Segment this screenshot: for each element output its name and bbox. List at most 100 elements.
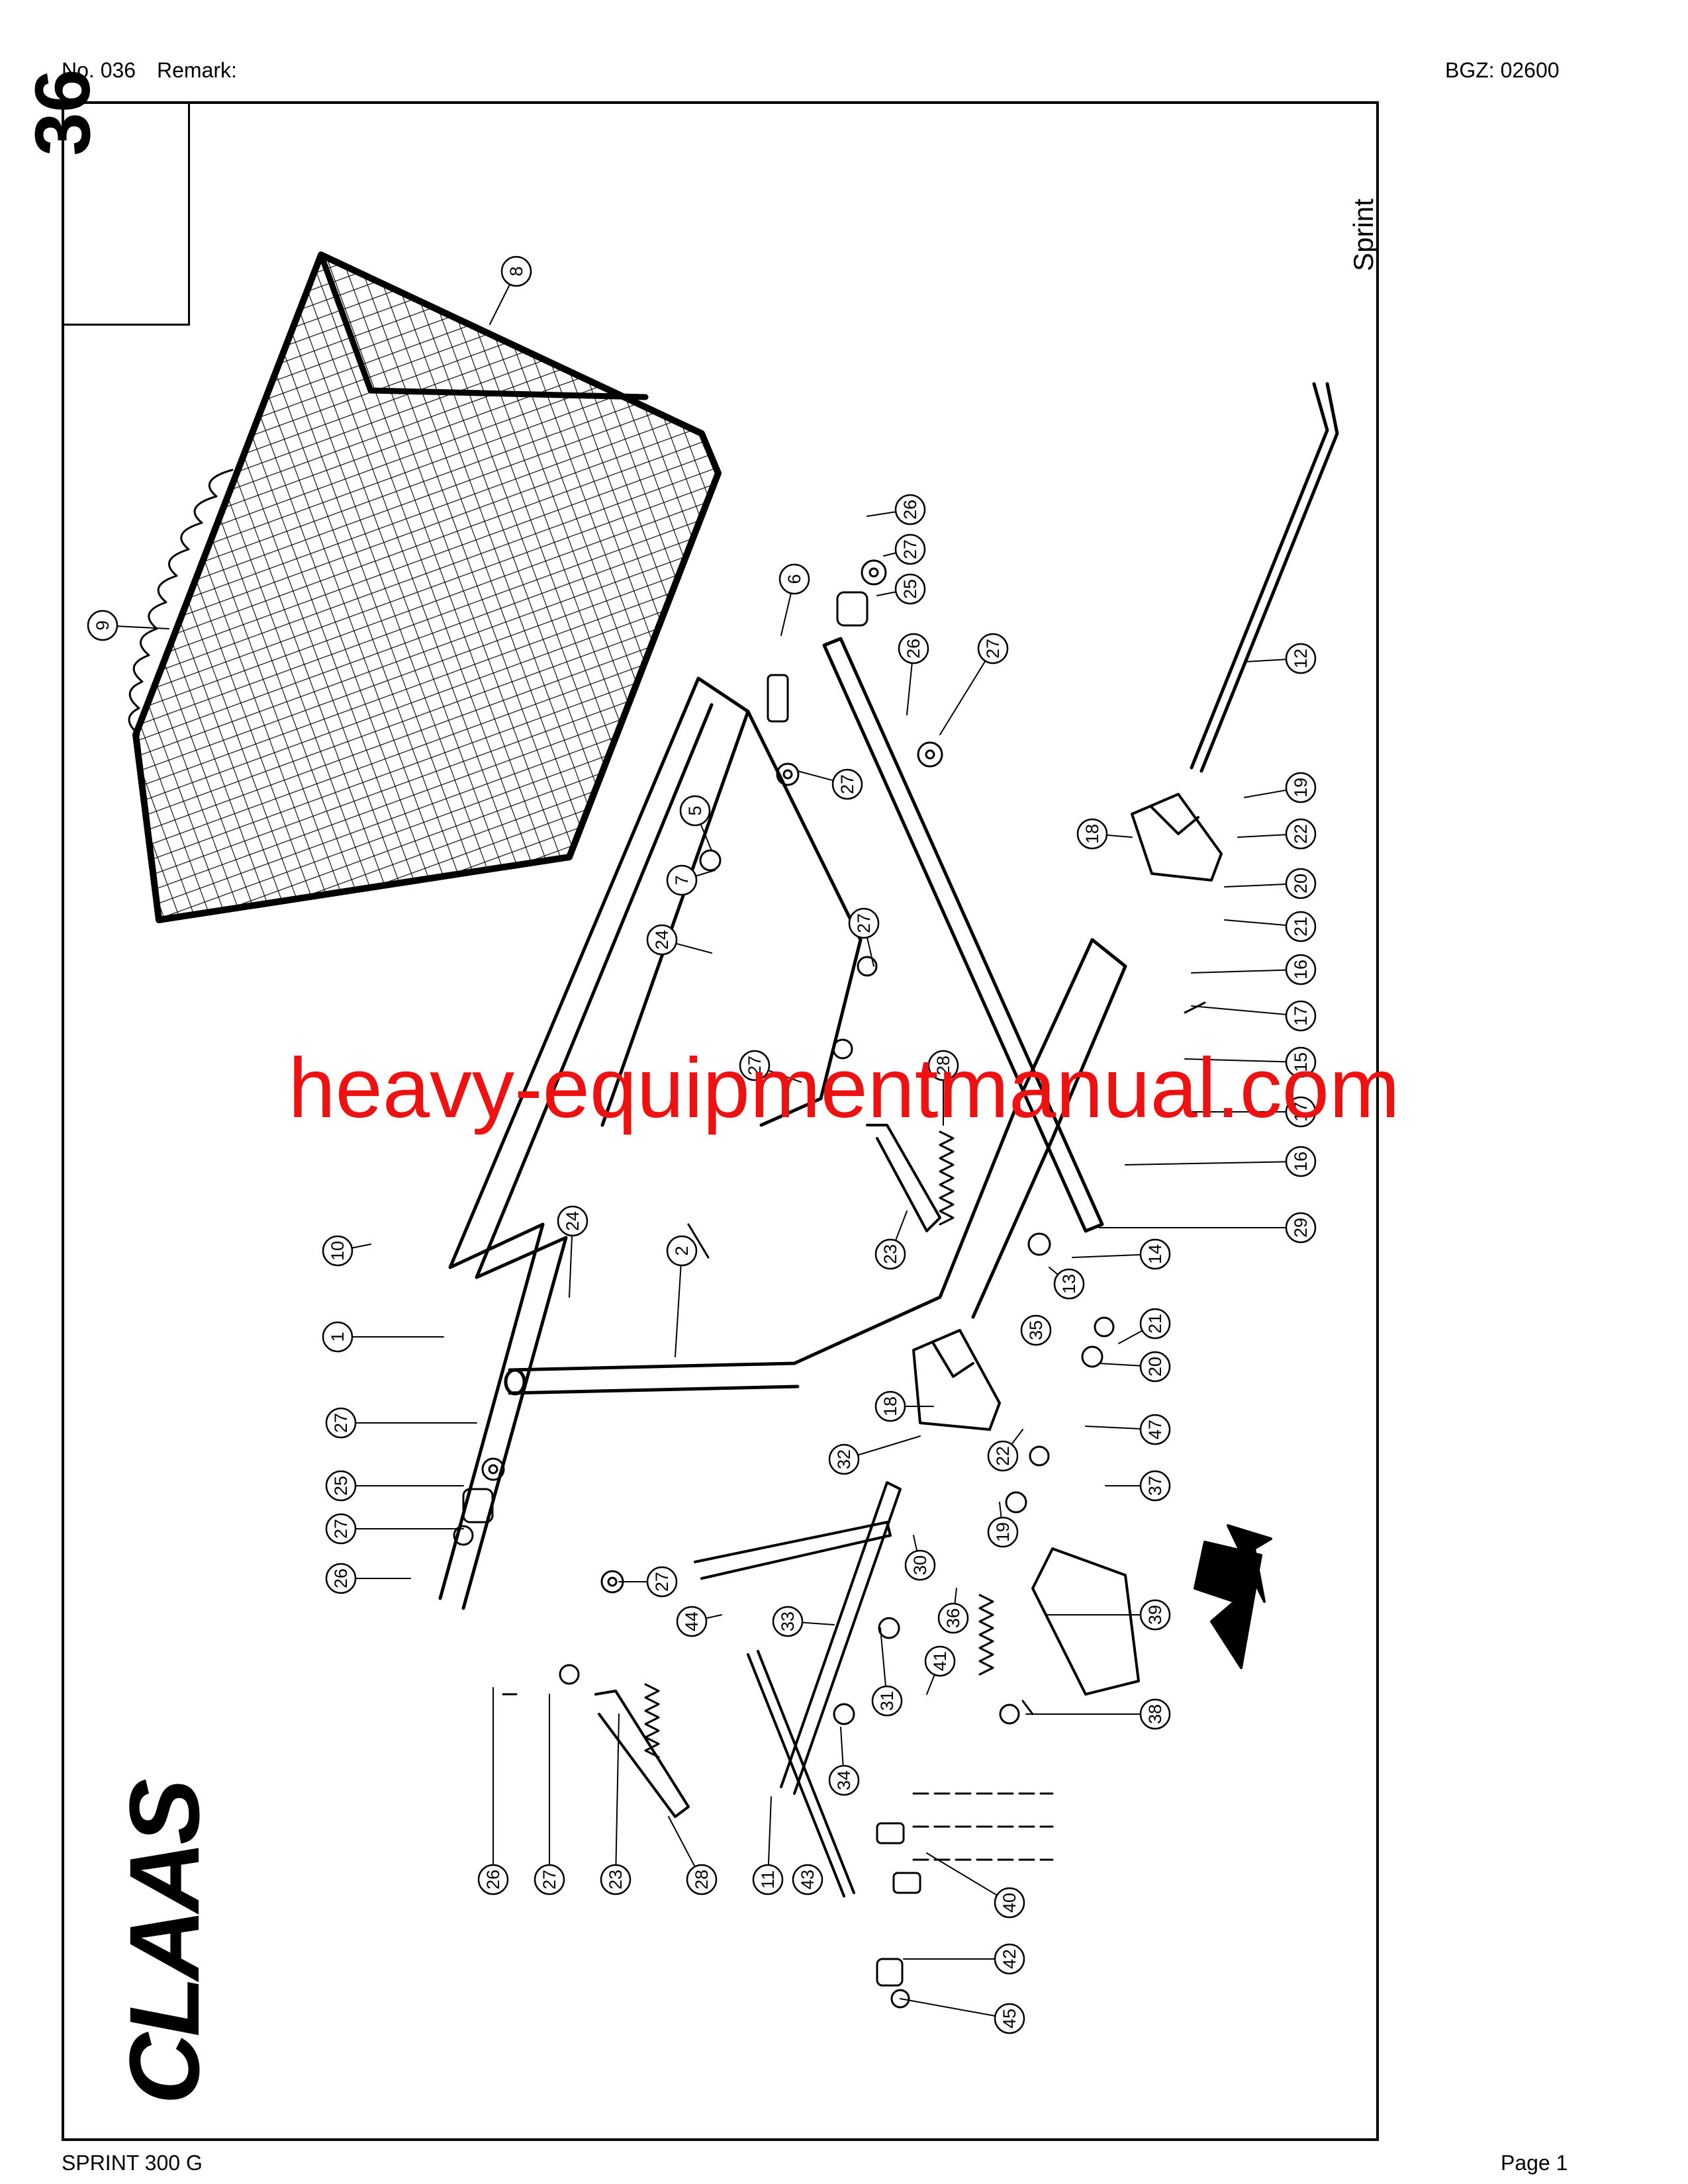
callout-number: 25: [331, 1476, 351, 1496]
cross-tube: [504, 938, 1127, 1396]
callout-number: 13: [1059, 1274, 1079, 1294]
callout-bubble: [1053, 1268, 1085, 1300]
callout-number: 18: [1082, 824, 1102, 844]
callout-number: 27: [983, 639, 1003, 659]
callout-29: 29: [1098, 1212, 1317, 1244]
callout-number: 33: [778, 1612, 798, 1631]
callout-bubble: [325, 1470, 357, 1502]
callout-19: 19: [1244, 772, 1317, 803]
callout-number: 1: [328, 1332, 348, 1342]
callout-number: 43: [798, 1870, 818, 1889]
callout-bubble: [1285, 868, 1317, 899]
callout-leader: [675, 1250, 682, 1357]
callout-43: 43: [792, 1864, 823, 1895]
callout-20: 20: [1224, 868, 1317, 899]
callout-number: 28: [692, 1870, 712, 1889]
callout-number: 21: [1291, 917, 1311, 936]
hardware: [453, 559, 1206, 2009]
callout-bubble: [1285, 643, 1317, 674]
callout-number: 17: [1291, 1006, 1311, 1026]
callout-number: 7: [672, 875, 692, 885]
callout-number: 38: [1145, 1704, 1165, 1724]
callout-34: 34: [828, 1727, 860, 1796]
callout-bubble: [778, 563, 810, 595]
callout-bubble: [987, 1440, 1019, 1472]
callout-bubble: [1139, 1238, 1171, 1270]
callout-27: 27: [797, 768, 863, 800]
callout-26: 26: [325, 1563, 411, 1594]
callout-27: 27: [883, 533, 926, 565]
callout-6: 6: [778, 563, 810, 636]
callout-number: 26: [331, 1569, 351, 1588]
callout-bubble: [1139, 1351, 1171, 1383]
callout-number: 39: [1145, 1605, 1165, 1625]
callout-number: 36: [943, 1608, 963, 1628]
main-frame: [438, 676, 863, 1610]
direction-arrow-body: [1194, 1541, 1262, 1669]
callout-24: 24: [557, 1205, 588, 1298]
callout-bubble: [679, 795, 711, 827]
callout-21: 21: [1118, 1308, 1171, 1344]
callout-leader: [1191, 969, 1301, 974]
callout-28: 28: [668, 1816, 718, 1895]
callout-number: 26: [904, 639, 923, 659]
callout-bubble: [87, 610, 118, 641]
callout-bubble: [534, 1864, 565, 1895]
callout-bubble: [894, 494, 926, 525]
callout-bubble: [1139, 1414, 1171, 1445]
callout-bubble: [1139, 1470, 1171, 1502]
callout-number: 19: [993, 1522, 1013, 1542]
callout-bubble: [1139, 1599, 1171, 1631]
callout-number: 37: [1145, 1476, 1165, 1496]
callout-bubble: [1076, 818, 1108, 850]
callout-26: 26: [477, 1687, 509, 1895]
callout-number: 27: [652, 1572, 672, 1592]
callout-20: 20: [1098, 1351, 1171, 1383]
callout-bubble: [325, 1563, 357, 1594]
callout-16: 16: [1191, 954, 1317, 985]
callout-28: 28: [927, 1050, 959, 1126]
callout-18: 18: [1076, 818, 1133, 850]
callout-19: 19: [987, 1502, 1019, 1548]
callout-bubble: [1285, 1212, 1317, 1244]
callout-bubble: [994, 1887, 1025, 1919]
callout-number: 41: [930, 1651, 950, 1671]
callout-number: 24: [652, 930, 672, 950]
callout-number: 44: [682, 1612, 702, 1631]
callout-26: 26: [898, 633, 929, 715]
callout-number: 27: [900, 539, 920, 559]
footer-page: Page 1: [1501, 2151, 1568, 2175]
callout-8: 8: [489, 255, 532, 325]
callout-23: 23: [600, 1713, 632, 1895]
callout-number: 27: [745, 1056, 765, 1075]
callout-bubble: [1285, 911, 1317, 942]
callout-13: 13: [1049, 1267, 1085, 1300]
callout-bubble: [994, 2003, 1025, 2034]
callout-bubble: [792, 1864, 823, 1895]
callout-bubble: [739, 1050, 771, 1081]
callout-12: 12: [1244, 643, 1317, 674]
callout-leader: [615, 1713, 620, 1880]
callout-number: 18: [880, 1396, 900, 1416]
callout-24: 24: [646, 924, 712, 956]
callout-leader: [939, 648, 994, 735]
callout-number: 14: [1145, 1244, 1165, 1264]
callout-number: 27: [331, 1519, 351, 1539]
levers: [594, 1124, 1140, 1897]
callout-bubble: [686, 1864, 718, 1895]
callout-bubble: [666, 1235, 698, 1267]
drawing-frame: [62, 101, 1379, 2141]
callout-leader: [1125, 1161, 1301, 1165]
callout-number: 16: [1291, 960, 1311, 979]
callout-15: 15: [1184, 1046, 1317, 1078]
callout-bubble: [1020, 1314, 1052, 1346]
callout-5: 5: [679, 795, 712, 851]
callout-39: 39: [1045, 1599, 1171, 1631]
callout-bubble: [871, 1685, 903, 1717]
callout-31: 31: [871, 1627, 903, 1717]
callout-number: 32: [834, 1449, 854, 1469]
callout-number: 12: [1291, 649, 1311, 668]
callout-number: 42: [1000, 1949, 1019, 1969]
callout-bubble: [752, 1864, 784, 1895]
